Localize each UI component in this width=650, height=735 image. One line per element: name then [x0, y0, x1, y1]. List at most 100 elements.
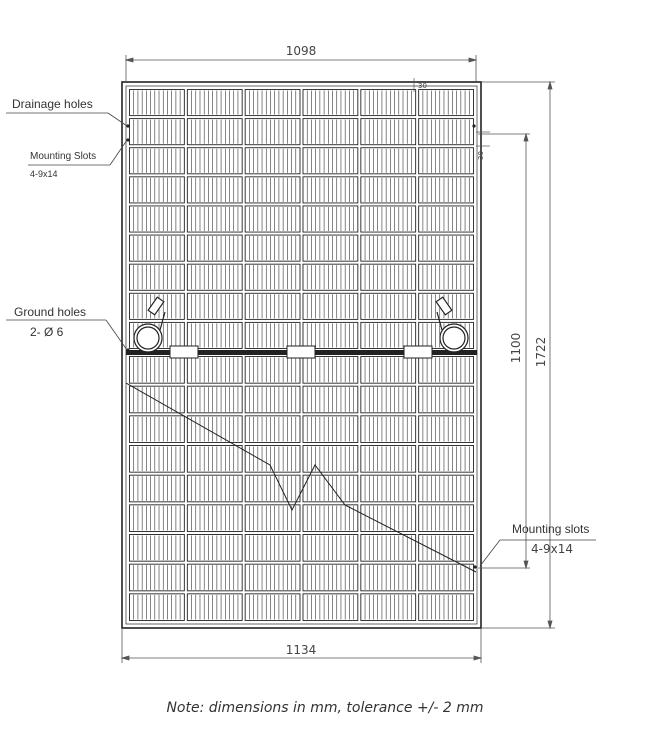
mounting-slots-bottom-label: Mounting slots: [512, 522, 589, 536]
solar-cell-top-3-2: [244, 176, 301, 204]
solar-cell-top-2-0: [129, 147, 185, 175]
solar-cell-bottom-0-3: [302, 356, 359, 384]
solar-cell-bottom-2-1: [186, 415, 243, 443]
solar-cell-bottom-8-0: [129, 593, 185, 621]
solar-cell-top-3-4: [360, 176, 417, 204]
solar-cell-top-7-1: [186, 292, 243, 320]
solar-cell-bottom-8-4: [360, 593, 417, 621]
drainage-holes-callout: [6, 112, 128, 127]
solar-cell-top-6-0: [129, 263, 185, 291]
solar-cell-top-6-2: [244, 263, 301, 291]
solar-cell-bottom-1-5: [418, 385, 474, 414]
solar-cell-bottom-1-1: [186, 385, 243, 414]
mounting-slots-bottom-callout: [479, 539, 596, 567]
top-width-dimension: [124, 55, 478, 82]
solar-cell-bottom-2-5: [418, 415, 474, 443]
total-height-label: 1722: [534, 337, 548, 368]
solar-cell-top-1-1: [186, 118, 243, 146]
solar-cell-bottom-7-3: [302, 563, 359, 592]
solar-cell-top-4-0: [129, 205, 185, 233]
solar-cell-top-4-4: [360, 205, 417, 233]
small-dim-30-side: 30: [477, 151, 485, 160]
solar-cell-top-0-0: [129, 89, 185, 117]
solar-cell-bottom-7-0: [129, 563, 185, 592]
solar-cell-bottom-4-3: [302, 474, 359, 503]
solar-cell-bottom-6-1: [186, 534, 243, 562]
solar-cell-bottom-4-2: [244, 474, 301, 503]
solar-cell-top-3-5: [418, 176, 474, 204]
bottom-width-label: 1134: [286, 643, 317, 657]
ground-holes-spec: 2- Ø 6: [30, 325, 64, 339]
solar-cell-bottom-6-2: [244, 534, 301, 562]
solar-cell-top-5-1: [186, 234, 243, 262]
slot-spacing-label: 1100: [509, 333, 523, 364]
mounting-slots-top-callout: [28, 139, 128, 166]
cable-coil-left: [133, 296, 166, 353]
cable-coil-right: [435, 296, 469, 353]
solar-cell-bottom-0-2: [244, 356, 301, 384]
top-width-label: 1098: [286, 44, 317, 58]
mounting-slots-bottom-spec: 4-9x14: [531, 542, 573, 556]
solar-cell-bottom-0-4: [360, 356, 417, 384]
solar-cell-top-2-3: [302, 147, 359, 175]
solar-cell-top-2-1: [186, 147, 243, 175]
slot-spacing-dimension: [478, 132, 530, 570]
solar-cell-bottom-4-4: [360, 474, 417, 503]
solar-cell-bottom-7-5: [418, 563, 474, 592]
solar-cell-bottom-3-5: [418, 445, 474, 473]
solar-cell-top-7-4: [360, 292, 417, 320]
solar-cell-top-5-2: [244, 234, 301, 262]
solar-cell-bottom-4-5: [418, 474, 474, 503]
solar-cell-top-0-2: [244, 89, 301, 117]
solar-cell-bottom-2-2: [244, 415, 301, 443]
solar-cell-top-0-5: [418, 89, 474, 117]
solar-cell-top-1-4: [360, 118, 417, 146]
solar-cell-bottom-6-0: [129, 534, 185, 562]
bottom-width-dimension: [120, 628, 483, 663]
solar-cell-bottom-1-3: [302, 385, 359, 414]
solar-cell-bottom-6-4: [360, 534, 417, 562]
solar-cell-bottom-8-3: [302, 593, 359, 621]
solar-cell-bottom-2-3: [302, 415, 359, 443]
solar-cell-bottom-1-4: [360, 385, 417, 414]
solar-cell-top-0-4: [360, 89, 417, 117]
solar-cell-top-8-1: [186, 321, 243, 349]
solar-cell-top-3-0: [129, 176, 185, 204]
solar-cell-bottom-3-3: [302, 445, 359, 473]
solar-cell-top-5-5: [418, 234, 474, 262]
solar-cell-top-4-2: [244, 205, 301, 233]
total-height-dimension: [482, 80, 555, 630]
solar-cell-top-1-5: [418, 118, 474, 146]
solar-cell-top-1-2: [244, 118, 301, 146]
solar-cell-bottom-7-4: [360, 563, 417, 592]
solar-cell-bottom-8-1: [186, 593, 243, 621]
solar-cell-top-1-3: [302, 118, 359, 146]
solar-cell-top-6-4: [360, 263, 417, 291]
solar-cell-top-4-1: [186, 205, 243, 233]
solar-cell-top-6-1: [186, 263, 243, 291]
solar-cell-bottom-8-2: [244, 593, 301, 621]
solar-cell-bottom-5-0: [129, 504, 185, 532]
drainage-holes-label: Drainage holes: [12, 97, 93, 111]
solar-cell-top-5-0: [129, 234, 185, 262]
solar-cell-top-2-2: [244, 147, 301, 175]
solar-cell-bottom-3-0: [129, 445, 185, 473]
solar-cell-top-0-1: [186, 89, 243, 117]
junction-box-center: [286, 345, 316, 359]
solar-cell-top-5-4: [360, 234, 417, 262]
reflection-line: [125, 382, 477, 573]
solar-cell-bottom-3-1: [186, 445, 243, 473]
solar-cell-bottom-4-1: [186, 474, 243, 503]
dimensions-note: Note: dimensions in mm, tolerance +/- 2 …: [166, 700, 484, 716]
solar-cell-top-4-3: [302, 205, 359, 233]
solar-cell-bottom-7-1: [186, 563, 243, 592]
solar-cell-bottom-0-1: [186, 356, 243, 384]
solar-cell-top-8-3: [302, 321, 359, 349]
solar-cell-top-3-3: [302, 176, 359, 204]
solar-cell-bottom-0-5: [418, 356, 474, 384]
solar-cell-bottom-0-0: [129, 356, 185, 384]
solar-cell-top-8-4: [360, 321, 417, 349]
solar-cell-bottom-4-0: [129, 474, 185, 503]
solar-cell-bottom-5-2: [244, 504, 301, 532]
